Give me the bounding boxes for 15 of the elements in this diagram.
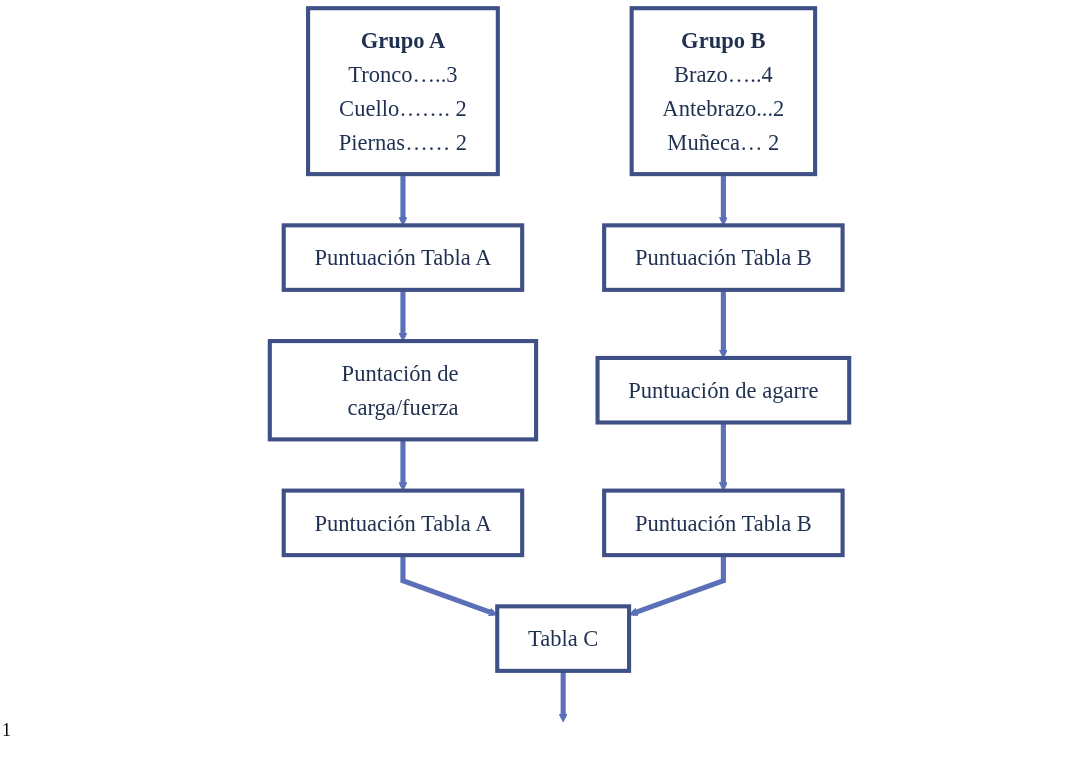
node-box: Puntuación de agarre: [595, 355, 852, 425]
node-box: Puntuación Tabla B: [602, 488, 845, 558]
node-box: Puntuación Tabla B: [602, 223, 845, 292]
arrow: [718, 174, 728, 226]
arrow: [398, 439, 408, 491]
arrow: [628, 555, 726, 617]
label-text: 1: [2, 720, 11, 741]
node-box: Grupo A Tronco…..3 Cuello……. 2 Piernas…… 2: [306, 6, 500, 177]
arrow: [718, 422, 728, 491]
node-box: Puntuación Tabla A: [281, 488, 525, 558]
node-box: Puntación de carga/fuerza: [267, 339, 539, 442]
node-box: Puntuación Tabla A: [281, 223, 525, 292]
node-box: Tabla C: [495, 604, 632, 673]
node-box: Grupo B Brazo…..4 Antebrazo...2 Muñeca… 2: [629, 6, 818, 177]
arrow: [398, 174, 408, 226]
